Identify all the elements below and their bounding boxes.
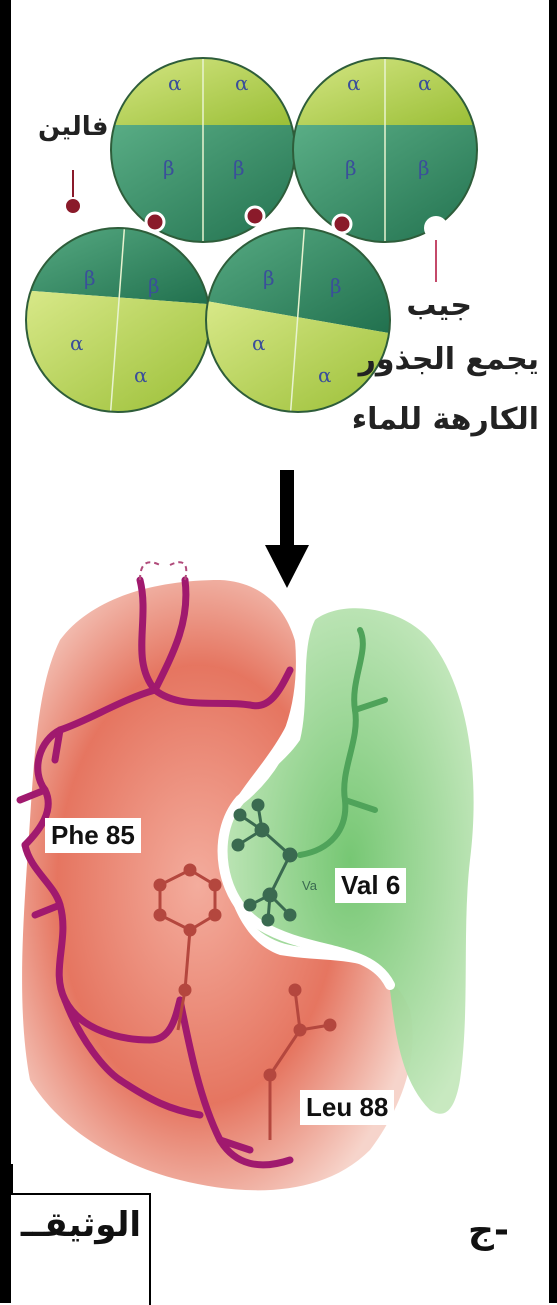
alpha-label: α <box>168 71 182 95</box>
subunit-top-right <box>290 50 490 250</box>
val-small-label: Va <box>302 878 317 893</box>
section-mark: -ج <box>468 1210 509 1251</box>
pocket-label-line1: جيب <box>406 288 472 323</box>
caption-divider <box>11 1164 13 1194</box>
phe-label: Phe 85 <box>45 818 141 853</box>
beta-label: β <box>233 156 245 180</box>
alpha-label: α <box>252 331 266 355</box>
pocket-notch <box>424 216 448 240</box>
leu-label: Leu 88 <box>300 1090 394 1125</box>
alpha-label: α <box>235 71 249 95</box>
down-arrow <box>265 470 309 588</box>
valine-label: فالين <box>38 112 109 142</box>
pocket-label-line3: الكارهة للماء <box>352 402 539 437</box>
alpha-label: α <box>318 363 332 387</box>
alpha-label: α <box>347 71 361 95</box>
alpha-label: α <box>418 71 432 95</box>
beta-label: β <box>163 156 175 180</box>
beta-label: β <box>263 266 275 290</box>
beta-label: β <box>345 156 357 180</box>
beta-label: β <box>148 274 160 298</box>
subunit-bottom-right <box>200 220 400 420</box>
pocket-label-line2: يجمع الجذور <box>359 342 539 377</box>
beta-label: β <box>418 156 430 180</box>
beta-label: β <box>330 274 342 298</box>
alpha-label: α <box>70 331 84 355</box>
beta-label: β <box>84 266 96 290</box>
document-caption: الوثيقــ <box>21 1205 141 1245</box>
subunit-top-left <box>100 50 310 250</box>
dashed-loop <box>140 562 186 580</box>
subunit-bottom-left <box>20 220 220 420</box>
caption-box: الوثيقــ <box>11 1193 151 1305</box>
alpha-label: α <box>134 363 148 387</box>
val-label: Val 6 <box>335 868 406 903</box>
